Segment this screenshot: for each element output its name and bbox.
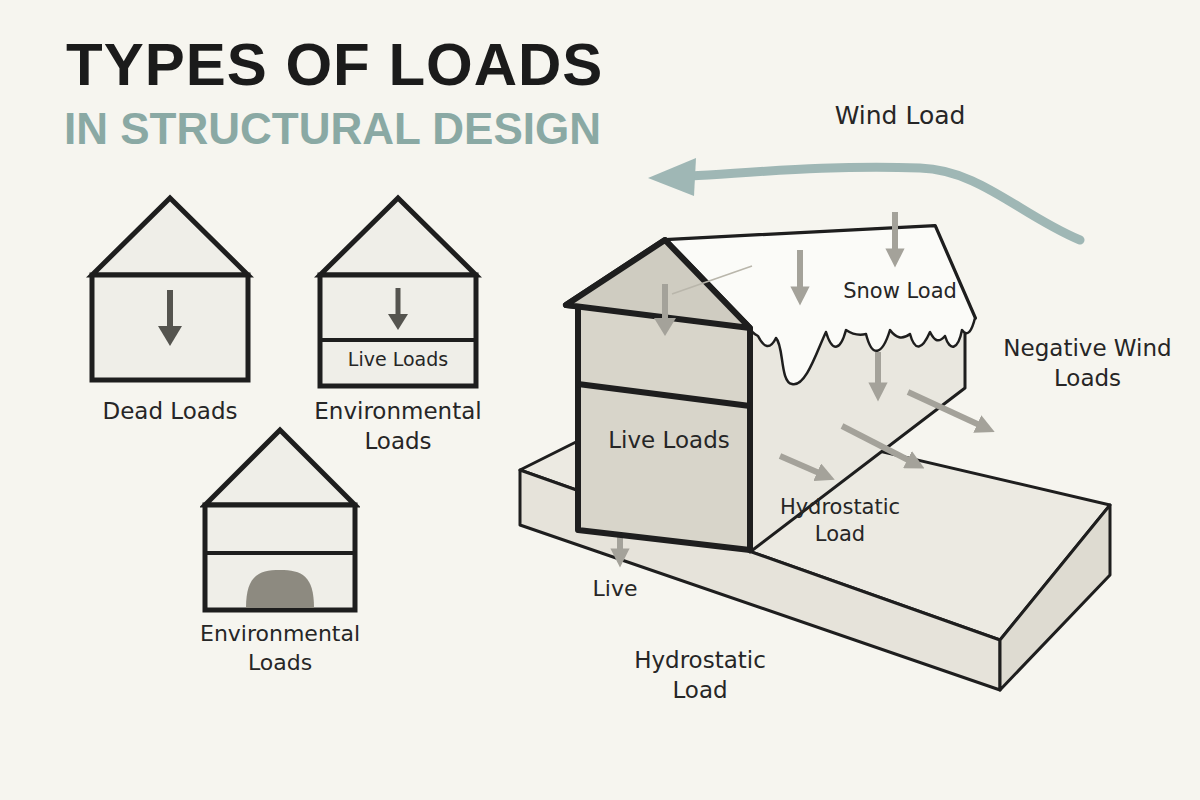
load-label: Environmental Loads [314, 397, 482, 457]
load-label: Negative Wind Loads [985, 334, 1190, 394]
house-icon: Live LoadsEnvironmental Loads [314, 194, 482, 466]
house-outline [200, 426, 360, 688]
load-label: Snow Load [820, 278, 980, 305]
house-icon: Dead Loads [86, 194, 254, 434]
subtitle: IN STRUCTURAL DESIGN [64, 100, 704, 157]
load-label: Live Loads [604, 426, 734, 456]
load-label: Hydrostatic Load [610, 646, 790, 706]
wind-arrow [648, 158, 1080, 240]
diagram-title: TYPES OF LOADS [66, 30, 603, 99]
floor-label: Live Loads [324, 347, 472, 372]
load-label: Live [570, 575, 660, 604]
house-outline [562, 236, 756, 554]
load-label: Hydrostatic Load [760, 494, 920, 549]
house-icon: Environmental Loads [200, 426, 360, 688]
house-outline [314, 194, 482, 466]
building-front-wall: Live Loads [562, 236, 756, 554]
load-label: Wind Load [800, 100, 1000, 133]
load-label: Environmental Loads [200, 620, 360, 677]
load-label: Dead Loads [86, 397, 254, 427]
